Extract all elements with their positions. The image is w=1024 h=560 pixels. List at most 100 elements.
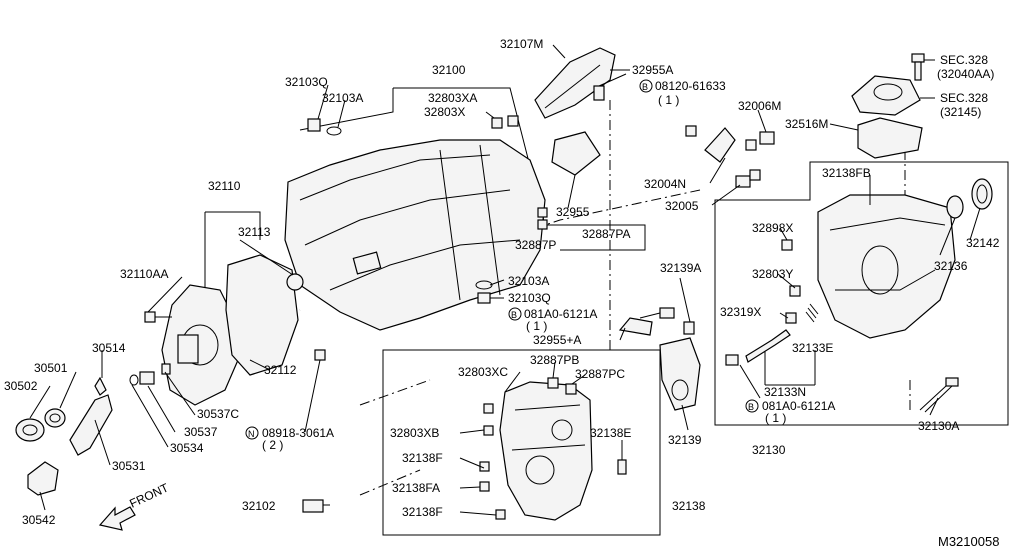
centerline-3 bbox=[359, 379, 431, 406]
label-32803Y: 32803Y bbox=[752, 267, 793, 281]
label-32103A-mid: 32103A bbox=[508, 274, 549, 288]
circled-n-1: N bbox=[245, 426, 259, 440]
label-30542: 30542 bbox=[22, 513, 56, 527]
plug-32102 bbox=[302, 499, 324, 513]
label-081A0-b-qty: ( 1 ) bbox=[765, 411, 786, 425]
label-32803XB: 32803XB bbox=[390, 426, 439, 440]
diagram-code: M3210058 bbox=[938, 534, 999, 549]
bolt-32110AA bbox=[144, 311, 172, 323]
label-30531: 30531 bbox=[112, 459, 146, 473]
bracket-32955A2 bbox=[618, 317, 653, 336]
bolt-sec328-32040AA bbox=[911, 53, 925, 81]
label-32133N: 32133N bbox=[764, 385, 806, 399]
svg-text:B: B bbox=[642, 82, 648, 92]
label-sec328-b-code: (32145) bbox=[940, 105, 981, 119]
label-32112: 32112 bbox=[264, 363, 297, 377]
label-30537: 30537 bbox=[184, 425, 218, 439]
label-32803X: 32803X bbox=[424, 105, 465, 119]
label-32138E: 32138E bbox=[590, 426, 631, 440]
label-32102: 32102 bbox=[242, 499, 276, 513]
label-32142: 32142 bbox=[966, 236, 1000, 250]
transmission-case-32100 bbox=[284, 139, 546, 331]
circled-b-3: B bbox=[745, 399, 759, 413]
label-32139A: 32139A bbox=[660, 261, 701, 275]
label-32113: 32113 bbox=[238, 225, 271, 239]
boot-30542 bbox=[27, 461, 59, 496]
seal-32142 bbox=[971, 178, 993, 210]
circled-b-1: B bbox=[639, 79, 653, 93]
part-labels: 32107M 32955A 08120-61633 ( 1 ) 32100 32… bbox=[4, 37, 1000, 549]
label-30514: 30514 bbox=[92, 341, 126, 355]
gasket-32139 bbox=[659, 337, 701, 411]
label-32103A-top: 32103A bbox=[322, 91, 363, 105]
plug-32898X bbox=[781, 239, 793, 251]
plug-32103Q-mid bbox=[477, 292, 491, 304]
label-32319X: 32319X bbox=[720, 305, 761, 319]
nut-08918 bbox=[314, 349, 326, 361]
box-32130 bbox=[714, 161, 1009, 426]
label-30502: 30502 bbox=[4, 379, 38, 393]
front-label: FRONT bbox=[127, 480, 171, 510]
label-08120: 08120-61633 bbox=[655, 79, 726, 93]
label-08918: 08918-3061A bbox=[262, 426, 334, 440]
plug-32803Y bbox=[789, 285, 801, 297]
label-32138FA: 32138FA bbox=[392, 481, 440, 495]
switch-32006M bbox=[745, 131, 775, 151]
svg-text:B: B bbox=[748, 402, 754, 412]
rear-case-32138 bbox=[499, 381, 593, 521]
svg-text:B: B bbox=[511, 310, 517, 320]
label-081A0-a-qty: ( 1 ) bbox=[526, 319, 547, 333]
box-32138 bbox=[382, 349, 661, 536]
label-32138F-a: 32138F bbox=[402, 451, 443, 465]
centerline-4 bbox=[359, 469, 421, 496]
gasket-32516M bbox=[857, 117, 923, 159]
bracket-32004N bbox=[685, 125, 736, 163]
front-arrow: FRONT bbox=[98, 480, 171, 531]
label-32110: 32110 bbox=[208, 179, 241, 193]
rear-extension-32107M bbox=[534, 47, 616, 119]
label-32107M: 32107M bbox=[500, 37, 543, 51]
seal-32113 bbox=[286, 273, 304, 291]
label-32516M: 32516M bbox=[785, 117, 828, 131]
adapter-case-32130 bbox=[817, 194, 956, 339]
svg-text:N: N bbox=[248, 429, 255, 439]
label-32887PA: 32887PA bbox=[582, 227, 631, 241]
box-32110-bracket bbox=[204, 211, 261, 290]
release-bearing-30502 bbox=[15, 418, 45, 442]
label-32803XA: 32803XA bbox=[428, 91, 477, 105]
label-32138F-b: 32138F bbox=[402, 505, 443, 519]
label-08918-qty: ( 2 ) bbox=[262, 438, 283, 452]
bearing-cover-32145 bbox=[851, 75, 921, 116]
label-081A0-b: 081A0-6121A bbox=[762, 399, 835, 413]
label-32004N: 32004N bbox=[644, 177, 686, 191]
label-32100: 32100 bbox=[432, 63, 466, 77]
label-32887P: 32887P bbox=[515, 238, 556, 252]
fork-30531 bbox=[69, 394, 113, 456]
bolt-32955A bbox=[593, 73, 627, 101]
label-32130A: 32130A bbox=[918, 419, 959, 433]
label-30537C: 30537C bbox=[197, 407, 239, 421]
label-08120-qty: ( 1 ) bbox=[658, 93, 679, 107]
label-32138: 32138 bbox=[672, 499, 706, 513]
label-30501: 30501 bbox=[34, 361, 68, 375]
label-32110AA: 32110AA bbox=[120, 267, 169, 281]
label-32887PC: 32887PC bbox=[575, 367, 625, 381]
shift-rod-32133E bbox=[745, 303, 819, 363]
label-32103Q-mid: 32103Q bbox=[508, 291, 551, 305]
label-32803XC: 32803XC bbox=[458, 365, 508, 379]
cover-32955 bbox=[551, 131, 601, 176]
label-32887PB: 32887PB bbox=[530, 353, 579, 367]
label-32139: 32139 bbox=[668, 433, 702, 447]
bolt-32130A bbox=[919, 377, 959, 413]
circled-b-2: B bbox=[508, 307, 522, 321]
label-32130: 32130 bbox=[752, 443, 786, 457]
gasket-32112 bbox=[225, 254, 299, 376]
label-32898X: 32898X bbox=[752, 221, 793, 235]
bolt-32139A bbox=[683, 321, 695, 335]
label-30534: 30534 bbox=[170, 441, 204, 455]
spring-30514 bbox=[94, 376, 107, 396]
label-sec328-b: SEC.328 bbox=[940, 91, 988, 105]
label-32955A: 32955A bbox=[632, 63, 673, 77]
front-cover-32110 bbox=[161, 284, 239, 406]
